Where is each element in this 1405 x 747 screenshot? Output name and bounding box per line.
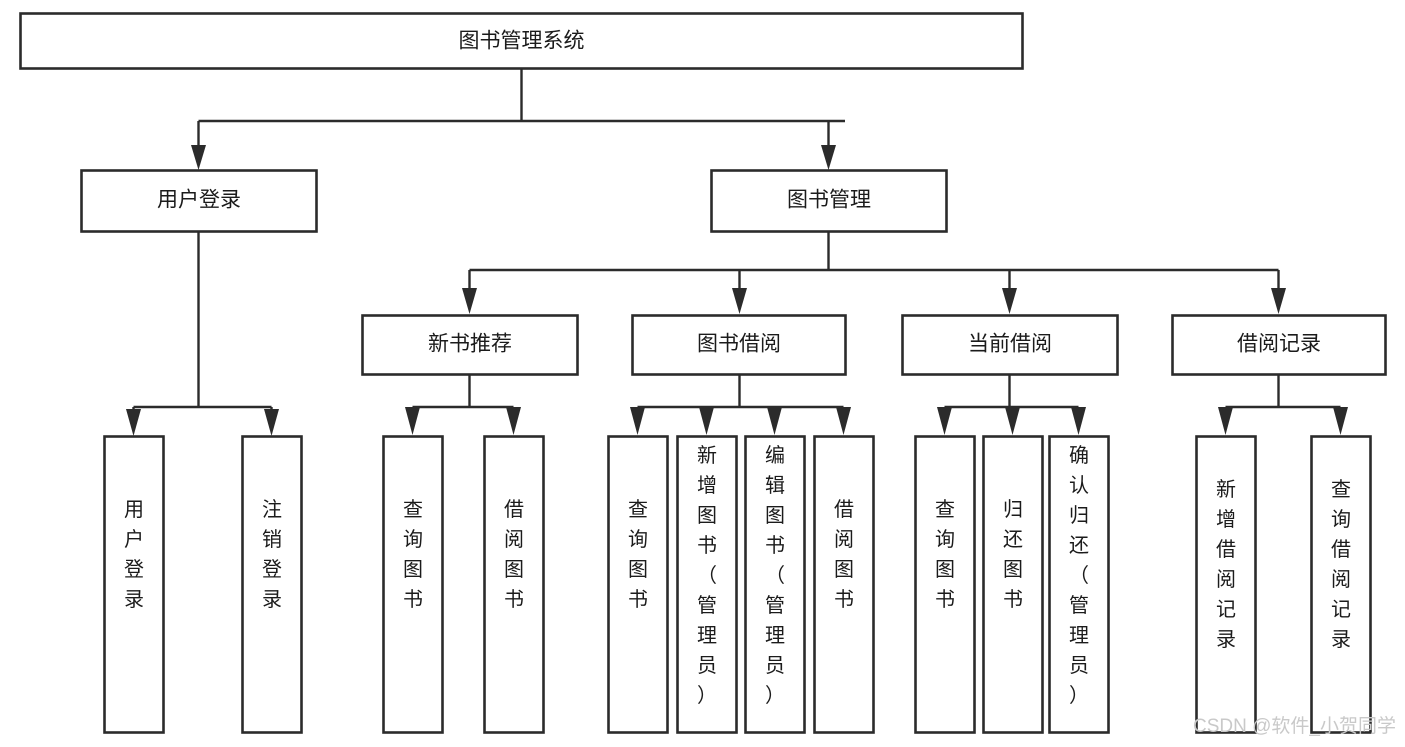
arrow-head-leaf-borrow-book-1 [506,407,521,435]
arrow-head-borrow-record [1271,288,1286,314]
node-leaf-query-book-2-box[interactable] [607,435,669,734]
node-leaf-confirm-return-label: 确认归还（管理员） [1069,444,1089,707]
node-root-box[interactable] [19,12,1024,70]
arrow-head-leaf-add-book [699,407,714,435]
node-leaf-edit-book-label: 编辑图书（管理员） [765,444,785,707]
node-leaf-user-login[interactable]: 用户登录 [103,435,165,734]
node-user-login-label: 用户登录 [157,189,241,212]
node-leaf-confirm-return[interactable]: 确认归还（管理员） [1048,435,1110,734]
arrow-head-leaf-query-book-3 [937,407,952,435]
node-leaf-query-book-1-label: 查询图书 [403,498,423,611]
node-book-management-label: 图书管理 [787,189,871,212]
node-leaf-edit-book-box[interactable] [744,435,806,734]
node-leaf-add-book-label: 新增图书（管理员） [697,444,717,707]
connector-group-borrow-record [1218,375,1348,435]
arrow-head-new-book-recommend [462,288,477,314]
node-leaf-add-record[interactable]: 新增借阅记录 [1195,435,1257,734]
arrow-head-leaf-confirm-return [1071,407,1086,435]
node-leaf-logout-login[interactable]: 注销登录 [241,435,303,734]
node-leaf-logout-login-label: 注销登录 [262,498,282,611]
arrow-head-leaf-edit-book [767,407,782,435]
arrow-head-leaf-query-record [1333,407,1348,435]
node-book-management[interactable]: 图书管理 [710,169,948,233]
arrow-head-leaf-user-login [126,409,141,436]
connector-group-book-management [462,232,1286,314]
node-leaf-logout-login-box[interactable] [241,435,303,734]
node-leaf-query-book-3-label: 查询图书 [935,498,955,611]
node-book-borrow-box[interactable] [631,314,847,376]
node-leaf-borrow-book-2-label: 借阅图书 [834,498,854,611]
arrow-head-leaf-query-book-2 [630,407,645,435]
node-new-book-recommend-label: 新书推荐 [428,333,512,356]
node-leaf-borrow-book-1-label: 借阅图书 [504,498,524,611]
arrow-head-book-management [821,145,836,170]
connector-group-book-borrow [630,375,851,435]
node-leaf-query-book-3[interactable]: 查询图书 [914,435,976,734]
node-leaf-confirm-return-box[interactable] [1048,435,1110,734]
arrow-head-current-borrow [1002,288,1017,314]
node-leaf-edit-book[interactable]: 编辑图书（管理员） [744,435,806,734]
connector-group-user-login [126,232,279,436]
node-leaf-return-book-label: 归还图书 [1003,498,1023,611]
node-leaf-query-book-1-box[interactable] [382,435,444,734]
node-leaf-add-book-box[interactable] [676,435,738,734]
node-leaf-add-record-label: 新增借阅记录 [1216,478,1236,651]
node-borrow-record-box[interactable] [1171,314,1387,376]
node-leaf-add-book[interactable]: 新增图书（管理员） [676,435,738,734]
node-leaf-user-login-box[interactable] [103,435,165,734]
arrow-head-leaf-add-record [1218,407,1233,435]
node-leaf-borrow-book-2-box[interactable] [813,435,875,734]
node-new-book-recommend-box[interactable] [361,314,579,376]
node-leaf-return-book-box[interactable] [982,435,1044,734]
node-current-borrow-label: 当前借阅 [968,333,1052,356]
node-current-borrow-box[interactable] [901,314,1119,376]
node-book-management-box[interactable] [710,169,948,233]
connector-group-root [191,68,845,170]
arrow-head-leaf-return-book [1005,407,1020,435]
node-borrow-record-label: 借阅记录 [1237,333,1321,356]
node-leaf-borrow-book-1[interactable]: 借阅图书 [483,435,545,734]
node-current-borrow[interactable]: 当前借阅 [901,314,1119,376]
node-leaf-query-record[interactable]: 查询借阅记录 [1310,435,1372,734]
arrow-head-leaf-borrow-book-2 [836,407,851,435]
connector-group-new-book-recommend [405,375,521,435]
node-user-login-box[interactable] [80,169,318,233]
node-leaf-borrow-book-1-box[interactable] [483,435,545,734]
arrow-head-book-borrow [732,288,747,314]
node-book-borrow-label: 图书借阅 [697,333,781,356]
node-leaf-add-record-box[interactable] [1195,435,1257,734]
node-root-label: 图书管理系统 [459,30,585,53]
node-leaf-query-record-box[interactable] [1310,435,1372,734]
node-user-login[interactable]: 用户登录 [80,169,318,233]
arrow-head-user-login [191,145,206,170]
arrow-head-leaf-query-book-1 [405,407,420,435]
node-leaf-query-book-3-box[interactable] [914,435,976,734]
node-leaf-return-book[interactable]: 归还图书 [982,435,1044,734]
connector-group-current-borrow [937,375,1086,435]
node-leaf-borrow-book-2[interactable]: 借阅图书 [813,435,875,734]
node-root[interactable]: 图书管理系统 [19,12,1024,70]
watermark-label: CSDN @软件_小贺同学 [1193,715,1396,737]
node-new-book-recommend[interactable]: 新书推荐 [361,314,579,376]
node-leaf-query-record-label: 查询借阅记录 [1331,478,1351,651]
node-leaf-query-book-2-label: 查询图书 [628,498,648,611]
node-leaf-user-login-label: 用户登录 [124,499,144,611]
arrow-head-leaf-logout-login [264,409,279,436]
node-borrow-record[interactable]: 借阅记录 [1171,314,1387,376]
node-book-borrow[interactable]: 图书借阅 [631,314,847,376]
node-leaf-query-book-1[interactable]: 查询图书 [382,435,444,734]
node-leaf-query-book-2[interactable]: 查询图书 [607,435,669,734]
